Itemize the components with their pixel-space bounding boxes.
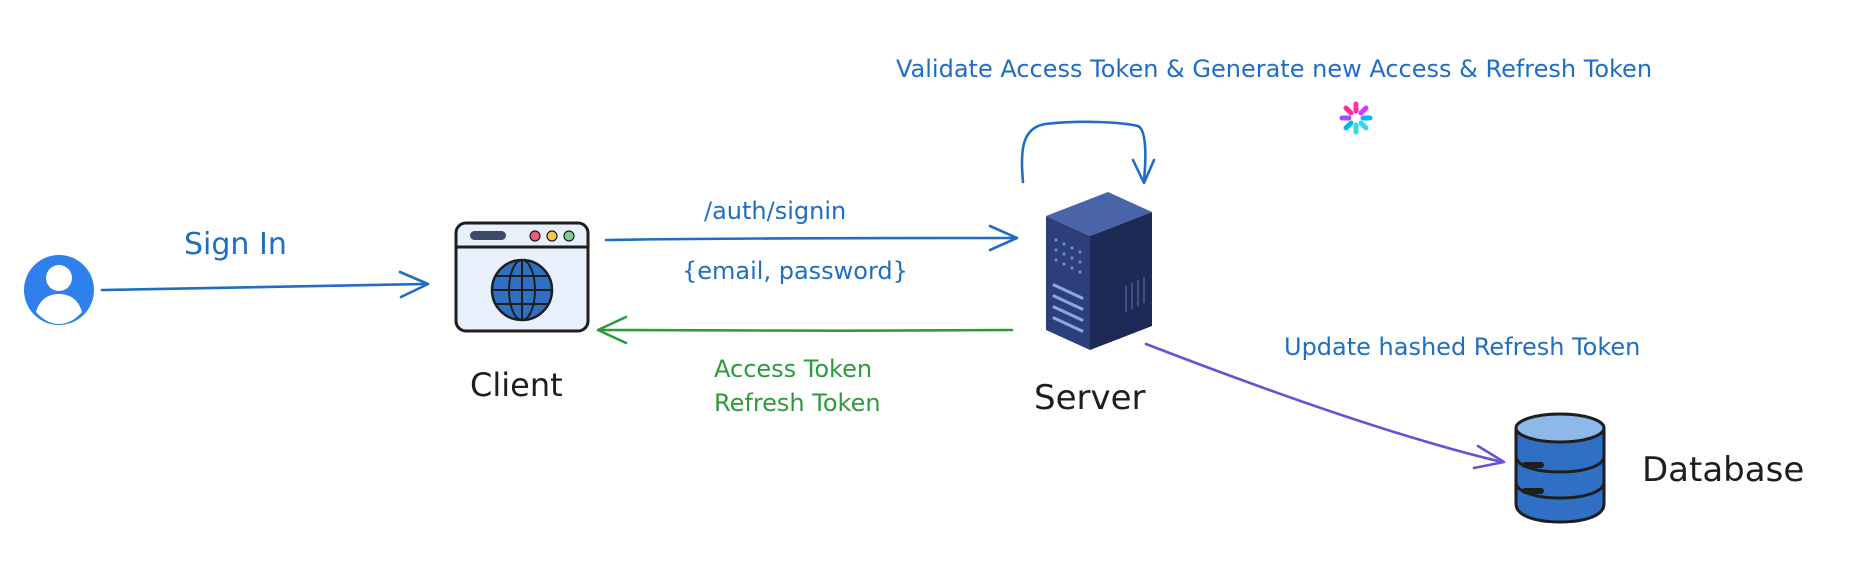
client-label: Client bbox=[470, 366, 563, 404]
server-rack-icon bbox=[1046, 192, 1152, 350]
validate-label: Validate Access Token & Generate new Acc… bbox=[896, 55, 1653, 83]
update-db-label: Update hashed Refresh Token bbox=[1284, 333, 1641, 361]
token-response-arrow bbox=[596, 315, 1014, 345]
update-db-arrow bbox=[1144, 342, 1506, 470]
database-cylinder-icon bbox=[1514, 412, 1606, 524]
user-avatar-icon bbox=[24, 255, 94, 325]
signin-route-label: /auth/signin bbox=[704, 197, 847, 225]
browser-globe-icon bbox=[454, 221, 590, 333]
signin-request-arrow bbox=[604, 224, 1019, 252]
signin-body-label: {email, password} bbox=[682, 257, 908, 285]
validate-self-loop-arrow bbox=[1020, 120, 1156, 185]
server-label: Server bbox=[1034, 378, 1146, 418]
database-label: Database bbox=[1642, 450, 1805, 490]
response-refresh-token-label: Refresh Token bbox=[714, 389, 881, 417]
jwt-logo-icon bbox=[1339, 101, 1373, 135]
response-access-token-label: Access Token bbox=[714, 355, 873, 383]
sign-in-arrow bbox=[100, 270, 430, 299]
sign-in-label: Sign In bbox=[184, 227, 287, 262]
